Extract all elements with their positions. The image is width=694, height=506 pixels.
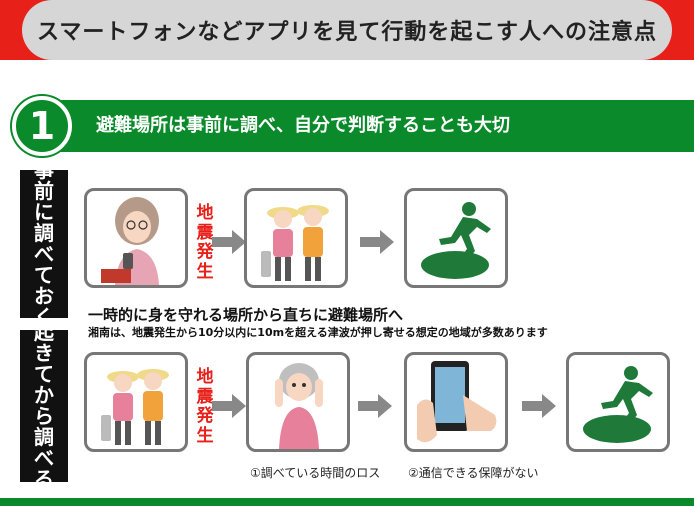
quake-char: 発	[196, 242, 214, 263]
tourists-illustration	[261, 205, 329, 281]
panel-person-phone	[84, 188, 188, 288]
panel-exit	[404, 188, 508, 288]
emergency-exit-icon	[583, 366, 653, 443]
section-bar	[30, 100, 694, 152]
emergency-exit-icon	[421, 202, 491, 279]
arrow-right-icon	[212, 230, 246, 254]
arrow-right-icon	[212, 394, 246, 418]
page-title: スマートフォンなどアプリを見て行動を起こす人への注意点	[37, 20, 657, 45]
label-after: 起 き て か ら 調 べ る	[20, 322, 68, 490]
caption-no-guarantee: ②通信できる保障がない	[408, 466, 539, 480]
title-pill: スマートフォンなどアプリを見て行動を起こす人への注意点	[22, 0, 672, 60]
label-char: に	[34, 200, 54, 224]
earthquake-label: 地 震 発 生	[194, 367, 216, 446]
section-title: 避難場所は事前に調べ、自分で判断することも大切	[96, 115, 510, 136]
quake-char: 発	[196, 406, 214, 427]
earthquake-label: 地 震 発 生	[194, 203, 216, 282]
message-line-1: 一時的に身を守れる場所から直ちに避難場所へ	[88, 306, 404, 324]
label-char: 起	[34, 320, 54, 344]
label-char: べ	[34, 446, 54, 470]
panel-tourists-2	[84, 352, 188, 452]
bottom-divider	[0, 498, 694, 506]
label-char: る	[34, 467, 54, 491]
label-char: 調	[34, 221, 54, 245]
label-char: き	[34, 341, 54, 365]
quake-char: 地	[196, 203, 214, 223]
section-number-badge: 1	[12, 96, 72, 156]
top-banner: スマートフォンなどアプリを見て行動を起こす人への注意点	[0, 0, 694, 60]
caption-time-loss: ①調べている時間のロス	[250, 466, 381, 480]
panel-tourists	[244, 188, 348, 288]
panel-exit-2	[566, 352, 670, 452]
quake-char: 生	[196, 425, 214, 446]
quake-char: 地	[196, 367, 214, 387]
label-char: べ	[34, 242, 54, 266]
label-char: か	[34, 383, 54, 407]
panel-smartphone	[404, 352, 508, 452]
person-phone-illustration	[101, 197, 159, 285]
panicked-person-illustration	[275, 363, 323, 449]
label-before: 事 前 に 調 べ て お く	[20, 160, 68, 328]
tourists-illustration	[101, 369, 169, 445]
label-char: 調	[34, 425, 54, 449]
message-line-2: 湘南は、地震発生から10分以内に10mを超える津波が押し寄せる想定の地域が多数あ…	[88, 326, 548, 339]
arrow-right-icon	[360, 230, 394, 254]
smartphone-icon	[417, 361, 497, 443]
arrow-right-icon	[358, 394, 392, 418]
section-header: 1 避難場所は事前に調べ、自分で判断することも大切	[0, 96, 694, 156]
quake-char: 生	[196, 261, 214, 282]
quake-char: 震	[196, 386, 214, 407]
label-char: て	[34, 362, 54, 386]
label-char: ら	[34, 404, 54, 428]
label-char: て	[34, 263, 54, 287]
quake-char: 震	[196, 222, 214, 243]
panel-panic	[246, 352, 350, 452]
label-char: 事	[34, 158, 54, 182]
label-char: く	[34, 305, 54, 329]
label-char: 前	[34, 179, 54, 203]
arrow-right-icon	[522, 394, 556, 418]
label-char: お	[34, 284, 54, 308]
